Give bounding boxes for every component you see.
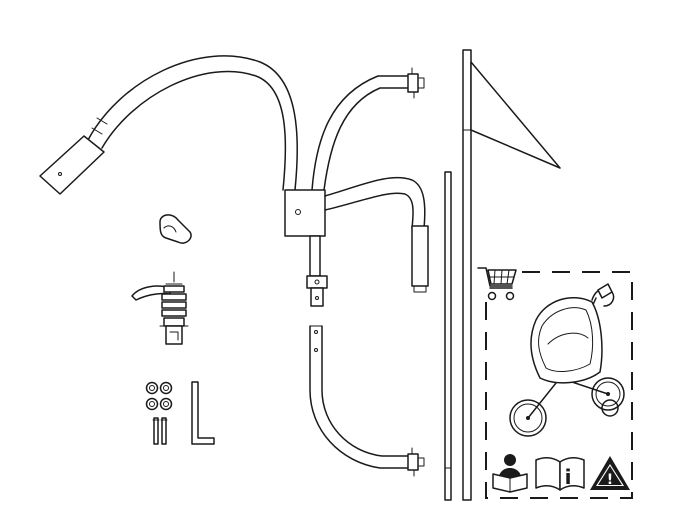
- warning-triangle-icon: !: [590, 456, 630, 490]
- spring-icon: [131, 271, 189, 345]
- nut-icon: [145, 381, 173, 411]
- wheel-arm-icon: [309, 325, 425, 477]
- flag-icon: [470, 61, 561, 169]
- info-letter: i: [565, 465, 572, 489]
- info-book-icon: i: [535, 457, 585, 491]
- handlebar-frame-icon: [39, 55, 429, 307]
- shopping-cart-icon: [477, 267, 517, 301]
- included-box: i !: [477, 267, 633, 499]
- bolt-icon: [152, 417, 168, 445]
- warning-mark: !: [607, 472, 613, 488]
- knob-icon: [159, 214, 192, 244]
- read-manual-icon: [492, 454, 528, 493]
- jogging-stroller-icon: [509, 283, 625, 437]
- allen-key-icon: [191, 381, 215, 445]
- flag-pole-icon: [444, 49, 472, 501]
